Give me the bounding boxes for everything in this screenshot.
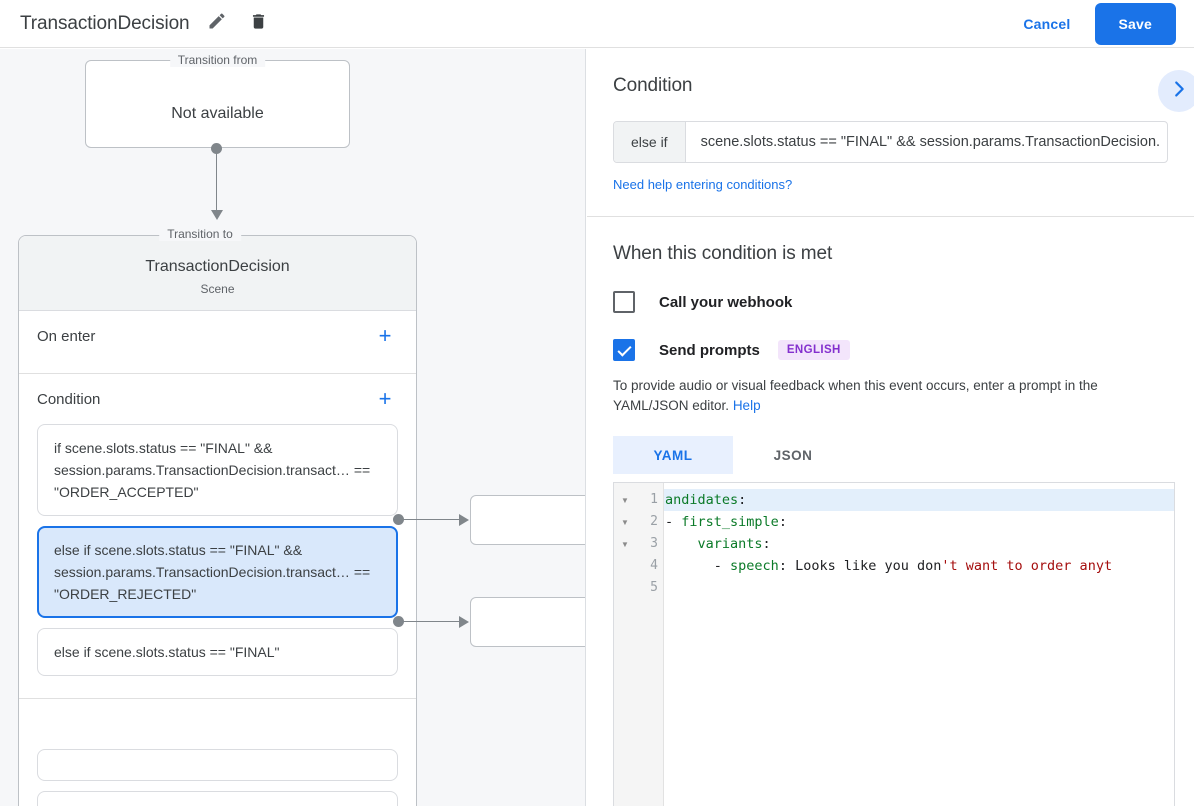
code-token: - [665,514,682,530]
scene-graph-pane: Transition from Not available Transition… [0,49,586,806]
code-token: variants [697,536,763,552]
transition-from-legend: Transition from [169,53,266,67]
call-webhook-label: Call your webhook [659,293,793,311]
fold-toggle-icon [614,555,636,577]
expand-panel-button[interactable] [1158,70,1194,112]
code-token: : [738,492,747,508]
editor-code-line[interactable]: - first_simple: [664,511,1174,533]
editor-code-area[interactable]: andidates:- first_simple: variants: - sp… [664,483,1174,806]
condition-chip-rejected[interactable]: else if scene.slots.status == "FINAL" &&… [37,526,398,618]
pencil-icon [207,11,227,36]
app-header: TransactionDecision Cancel Save [0,0,1194,48]
send-prompts-row: Send prompts ENGLISH [613,339,1168,361]
condition-help-link[interactable]: Need help entering conditions? [613,177,793,192]
when-condition-met-block: When this condition is met Call your web… [587,217,1194,806]
condition-detail-pane: Condition else if scene.slots.status == … [587,49,1194,806]
transition-from-value: Not available [171,105,264,122]
fold-toggle-icon[interactable]: ▼ [621,517,629,527]
code-token: andidates [665,492,739,508]
section-title-condition: Condition [37,390,101,408]
editor-code-line[interactable] [664,577,1174,599]
slot-validation-chip[interactable] [37,749,398,781]
code-token: : [762,536,771,552]
edge-line-accepted [399,519,461,520]
add-condition-button[interactable]: + [378,386,392,411]
editor-format-tabs: YAML JSON [613,436,1168,474]
transition-to-node: TransactionDecision Scene On enter + Con… [18,235,417,806]
fold-toggle-icon [614,577,636,599]
condition-chip-accepted[interactable]: if scene.slots.status == "FINAL" && sess… [37,424,398,516]
slot-filling-chip-partial[interactable] [37,791,398,806]
stub-node-rejected[interactable] [470,597,585,647]
scene-header[interactable]: TransactionDecision Scene [19,236,416,311]
section-header-slot-filling [37,699,398,749]
add-on-enter-button[interactable]: + [378,323,392,348]
condition-prefix-label: else if [614,122,686,162]
add-slot-filling-button[interactable] [372,711,398,737]
edge-dot-accepted [393,514,404,525]
editor-code-line[interactable]: andidates: [664,489,1174,511]
code-token: speech [730,558,779,574]
editor-line-number: 2 [650,514,658,529]
code-token: Looks like you don [795,558,942,574]
editor-line-number: 1 [650,492,658,507]
delete-button[interactable] [244,9,274,39]
code-token: - [665,558,731,574]
edge-arrow-accepted-icon [459,514,469,526]
cancel-button[interactable]: Cancel [1009,7,1084,41]
editor-fold-column: ▼ ▼ ▼ [614,483,636,806]
save-button[interactable]: Save [1094,2,1176,45]
code-token: : [778,558,796,574]
condition-expression-input[interactable]: scene.slots.status == "FINAL" && session… [700,134,1161,150]
section-slot-filling [19,699,416,806]
fold-toggle-icon[interactable]: ▼ [621,539,629,549]
fold-toggle-icon[interactable]: ▼ [621,495,629,505]
edge-dot-rejected [393,616,404,627]
editor-code-line[interactable]: variants: [664,533,1174,555]
call-webhook-checkbox[interactable] [613,291,635,313]
send-prompts-label: Send prompts [659,341,760,359]
language-badge: ENGLISH [777,340,850,360]
chevron-right-icon [1168,78,1190,105]
prompt-help-link[interactable]: Help [732,398,761,413]
code-token: 't want to order anyt [941,558,1113,574]
condition-input-row[interactable]: else if scene.slots.status == "FINAL" &&… [613,121,1168,163]
scene-type: Scene [200,282,235,296]
section-header-on-enter: On enter + [37,311,398,361]
page-title: TransactionDecision [20,12,190,34]
send-prompts-checkbox[interactable] [613,339,635,361]
connector-arrow-icon [211,210,223,220]
connector-line [216,148,217,216]
scene-name: TransactionDecision [145,258,290,275]
trash-icon [249,12,268,36]
code-token: : [778,514,787,530]
webhook-row: Call your webhook [613,291,1168,313]
condition-chip-final[interactable]: else if scene.slots.status == "FINAL" [37,628,398,676]
transition-from-node[interactable]: Transition from Not available [85,53,350,148]
stub-node-accepted[interactable] [470,495,585,545]
tab-json[interactable]: JSON [773,447,813,463]
editor-line-number-gutter: 1 2 3 4 5 [636,483,664,806]
section-on-enter: On enter + [19,311,416,374]
tab-yaml[interactable]: YAML [613,436,733,474]
transition-to-legend: Transition to [159,227,241,241]
editor-code-line[interactable]: - speech: Looks like you don't want to o… [664,555,1174,577]
editor-line-number: 3 [650,536,658,551]
condition-block: Condition else if scene.slots.status == … [587,49,1194,217]
prompt-description-text: To provide audio or visual feedback when… [613,378,1098,413]
prompt-description: To provide audio or visual feedback when… [613,376,1168,416]
section-condition: Condition + if scene.slots.status == "FI… [19,374,416,699]
edge-arrow-rejected-icon [459,616,469,628]
when-met-heading: When this condition is met [613,243,833,264]
edit-name-button[interactable] [202,9,232,39]
section-header-condition: Condition + [37,374,398,424]
code-token: first_simple [681,514,779,530]
edge-line-rejected [399,621,461,622]
editor-line-number: 4 [650,558,658,573]
condition-heading: Condition [613,75,693,96]
section-title-on-enter: On enter [37,327,96,345]
code-token [665,536,698,552]
editor-line-number: 5 [650,580,658,595]
